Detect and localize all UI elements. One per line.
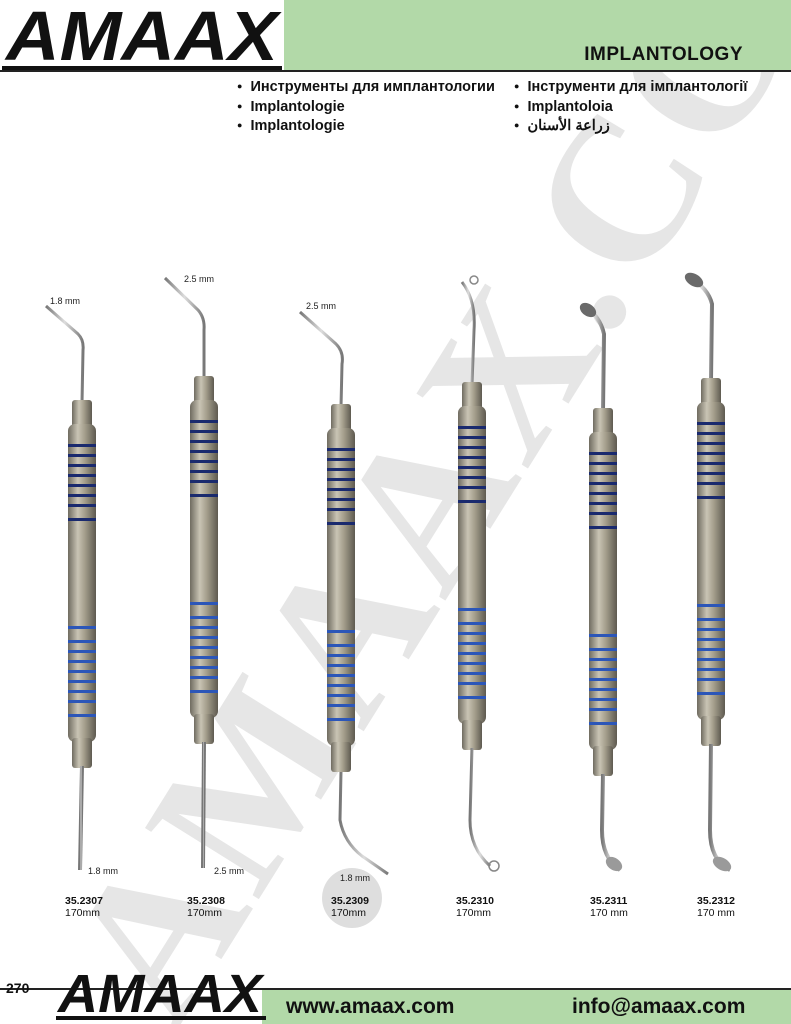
item-code: 35.2308: [187, 895, 225, 907]
footer-brand-logo: AMAAX: [56, 964, 266, 1024]
instrument-35-2312: [684, 272, 732, 872]
instrument-35-2309: [299, 310, 389, 876]
instrument-35-2308: [163, 276, 218, 869]
language-list-right: Інструменти для імплантології Implantolo…: [514, 78, 747, 137]
footer-band: [262, 990, 791, 1024]
category-title: IMPLANTOLOGY: [584, 44, 743, 65]
header-band: [284, 0, 791, 72]
page-number: 270: [6, 980, 30, 996]
lang-item: Инструменты для имплантологии: [237, 78, 494, 98]
item-length: 170mm: [65, 907, 101, 919]
item-code: 35.2312: [697, 895, 735, 907]
item-length: 170mm: [187, 907, 223, 919]
item-length: 170mm: [331, 907, 367, 919]
footer-brand-logo-text: AMAAX: [56, 964, 265, 1024]
lang-item: Implantologie: [237, 117, 495, 137]
highlight-circle: [322, 868, 382, 928]
item-code: 35.2311: [590, 895, 628, 907]
email-link[interactable]: info@amaax.com: [572, 995, 746, 1018]
lang-item: Інструменти для імплантології: [514, 78, 747, 98]
item-length: 170 mm: [697, 907, 735, 919]
lang-item: Implantoloia: [514, 98, 747, 118]
tip-label: 2.5 mm: [306, 301, 337, 311]
lang-item: Implantologie: [237, 98, 495, 118]
item-code: 35.2307: [65, 895, 103, 907]
item-code: 35.2309: [331, 895, 369, 907]
brand-logo-text: AMAAX: [4, 2, 282, 74]
tip-label: 1.8 mm: [88, 866, 119, 876]
item-length: 170 mm: [590, 907, 628, 919]
instrument-35-2307: [45, 304, 96, 871]
footer-rule: [0, 988, 791, 990]
language-list-left: Инструменты для имплантологии Implantolo…: [237, 78, 495, 137]
website-link[interactable]: www.amaax.com: [286, 995, 455, 1018]
instrument-35-2311: [579, 302, 623, 872]
item-code: 35.2310: [456, 895, 494, 907]
tip-label: 2.5 mm: [184, 274, 215, 284]
lang-item: زراعة الأسنان: [514, 117, 747, 137]
instrument-illustration: [45, 272, 732, 876]
tip-label: 2.5 mm: [214, 866, 245, 876]
tip-label: 1.8 mm: [50, 296, 81, 306]
tip-label: 1.8 mm: [340, 873, 371, 883]
item-length: 170mm: [456, 907, 492, 919]
brand-logo: AMAAX: [2, 2, 282, 74]
header-rule: [0, 70, 791, 72]
instrument-35-2310: [458, 275, 500, 872]
